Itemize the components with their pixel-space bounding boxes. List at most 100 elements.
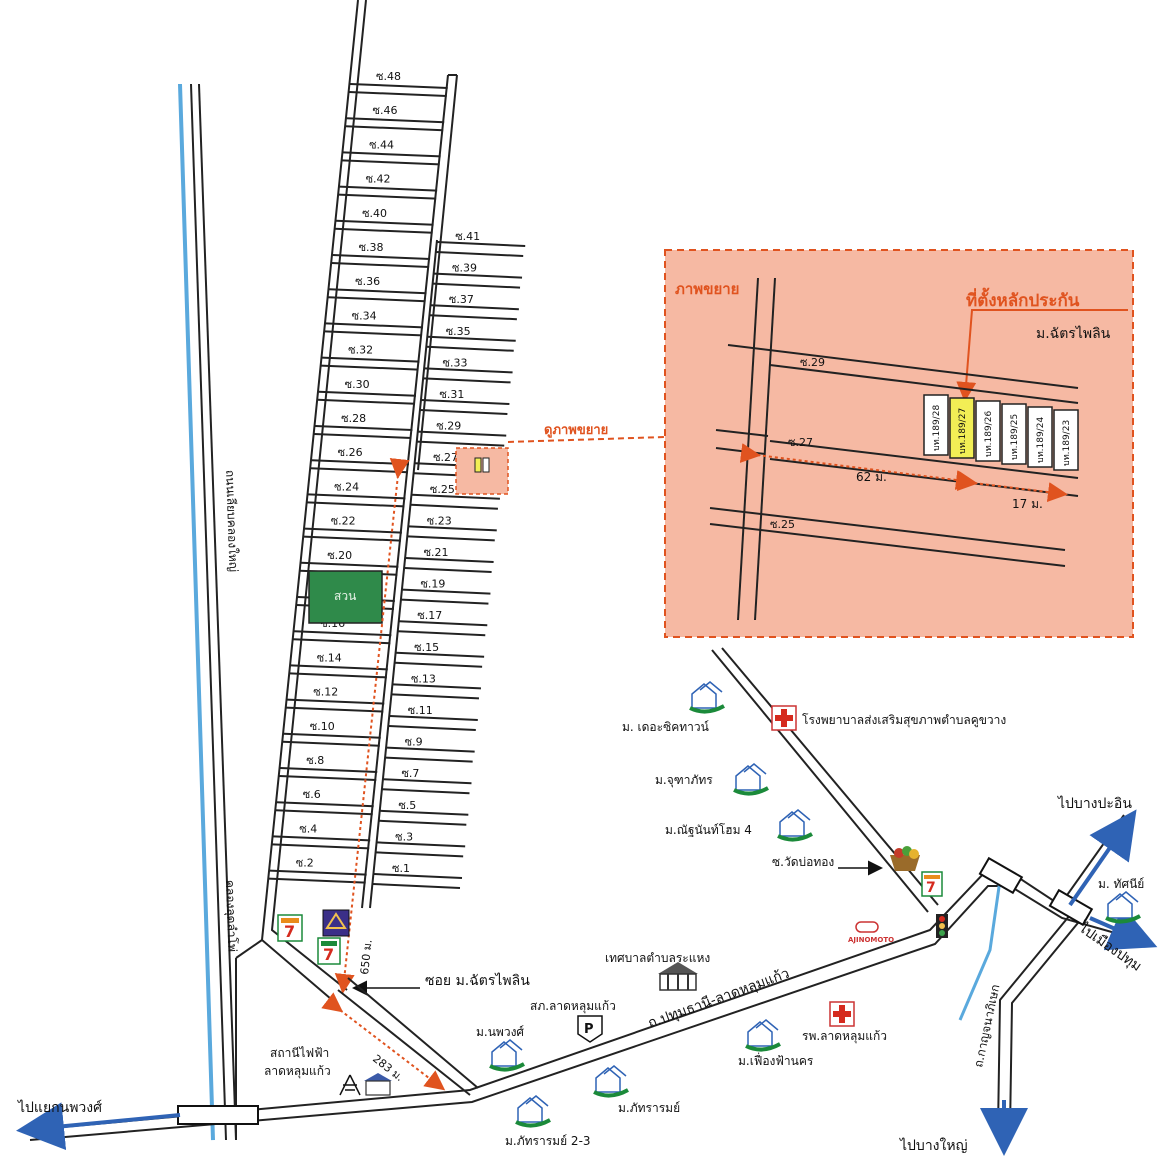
khlong-road-label: ถนนเลียบคลองใหญ่: [223, 470, 241, 573]
highway-road-2: [29, 885, 1141, 1141]
right-soi-label: ซ.35: [446, 325, 471, 338]
hospital-cross-icon: [829, 1001, 855, 1027]
left-soi-road: [331, 262, 430, 268]
municipality-label: เทศบาลตำบลระแหง: [605, 951, 710, 965]
village-phattharamai-23-label: ม.ภัทรารมย์ 2-3: [505, 1134, 591, 1148]
left-soi-road: [286, 706, 384, 713]
right-soi-label: ซ.5: [398, 799, 416, 812]
left-soi-road: [279, 775, 377, 781]
left-soi-label: ซ.40: [362, 207, 387, 220]
kanchana-road-2: [1009, 917, 1083, 1131]
left-soi-label: ซ.12: [313, 686, 338, 699]
left-soi-label: ซ.6: [303, 788, 321, 801]
wat-road-1: [711, 649, 929, 913]
right-soi-road: [376, 851, 464, 858]
right-soi-road: [386, 746, 475, 753]
police-parking-icon: P: [577, 1015, 603, 1043]
left-soi-road: [322, 356, 420, 363]
small-plot-marker-2: [482, 457, 490, 473]
ajinomoto-logo-icon: AJINOMOTO: [848, 921, 894, 944]
soi-main-label: ซอย ม.ฉัตรไพลิน: [425, 972, 530, 989]
right-soi-road: [418, 430, 507, 437]
police-station-label: สภ.ลาดหลุมแก้ว: [530, 999, 616, 1014]
left-soi-label: ซ.34: [352, 309, 377, 322]
left-soi-road: [283, 732, 381, 739]
left-soi-road: [342, 159, 440, 166]
left-soi-road: [349, 91, 447, 97]
highway-road-1: [29, 814, 1125, 1131]
right-soi-label: ซ.39: [452, 262, 477, 275]
village-chatpailin-label: ม.ฉัตรไพลิน: [1036, 325, 1111, 342]
plot-parcel: [975, 400, 1001, 462]
right-soi-road: [377, 841, 466, 848]
left-soi-label: ซ.8: [306, 754, 324, 767]
right-soi-road: [399, 620, 488, 627]
left-soi-road: [310, 467, 408, 474]
dist-650-label: 650 ม.: [358, 939, 375, 975]
enlarge-title: ภาพขยาย: [675, 280, 739, 298]
canal-label: คลองลุดลำโพ่: [222, 880, 240, 953]
see-enlarge-leader: [507, 436, 666, 443]
left-soi-label: ซ.22: [331, 515, 356, 528]
right-soi-road: [382, 788, 470, 795]
svg-text:7: 7: [323, 945, 334, 964]
to-nopphawong-label: ไปแยกนพวงศ์: [17, 1099, 102, 1116]
village-phueang-fa-label: ม.เฟื่องฟ้านคร: [738, 1052, 814, 1068]
kanchana-road-1: [997, 914, 1071, 1131]
right-soi-road: [404, 567, 492, 573]
right-soi-label: ซ.3: [395, 830, 413, 843]
village-house-icon: [593, 1065, 629, 1098]
right-soi-road: [420, 409, 508, 415]
right-soi-road: [433, 272, 523, 279]
left-soi-road: [280, 767, 378, 773]
bridge-right-1: [978, 856, 1024, 895]
substation-label-1: สถานีไฟฟ้า: [270, 1046, 329, 1060]
right-soi-road: [410, 503, 498, 510]
right-soi-road: [421, 399, 510, 405]
right-soi-label: ซ.37: [449, 293, 474, 306]
right-soi-label: ซ.13: [411, 672, 436, 685]
left-soi-road: [350, 83, 448, 89]
arrow-to-mueang-pathum: [1089, 906, 1158, 951]
detail-soi-25-label: ซ.25: [770, 518, 795, 531]
svg-text:AJINOMOTO: AJINOMOTO: [848, 936, 894, 944]
left-soi-road: [282, 740, 380, 747]
left-soi-label: ซ.42: [366, 173, 391, 186]
power-tower-icon: [339, 1074, 361, 1096]
right-soi-label: ซ.9: [405, 736, 423, 749]
plot-label: บท.189/25: [1010, 414, 1020, 460]
dist-650-line: [334, 458, 410, 994]
dist-17-label: 17 ม.: [1012, 497, 1043, 511]
left-soi-label: ซ.32: [348, 344, 373, 357]
fruit-basket-icon: [890, 846, 920, 871]
right-soi-road: [417, 440, 505, 447]
village-the-city-label: ม. เดอะซิคทาวน์: [622, 720, 709, 734]
right-soi-label: ซ.11: [408, 704, 433, 717]
left-soi-road: [318, 390, 417, 397]
left-soi-road: [301, 561, 399, 568]
left-soi-road: [329, 288, 427, 295]
right-soi-road: [426, 345, 514, 352]
left-soi-road: [275, 809, 373, 816]
detail-soi-27-label: ซ.27: [788, 436, 813, 449]
substation-label-2: ลาดหลุมแก้ว: [264, 1064, 331, 1079]
left-soi-label: ซ.24: [334, 480, 359, 493]
right-soi-road: [372, 883, 461, 889]
khlong-road-edge-1: [190, 83, 227, 1141]
garden-label: สวน: [334, 589, 356, 603]
see-enlarge-box[interactable]: [455, 447, 509, 495]
left-soi-road: [272, 843, 370, 850]
left-soi-road: [290, 664, 388, 671]
left-soi-road: [339, 185, 438, 192]
road-spur-1: [337, 989, 471, 1096]
left-soi-label: ซ.36: [355, 275, 380, 288]
plot-parcel: [1027, 406, 1053, 468]
svg-text:7: 7: [284, 922, 295, 941]
right-soi-road: [407, 535, 495, 542]
village-house-icon: [733, 763, 769, 796]
left-soi-label: ซ.14: [317, 651, 342, 664]
khlong-road-edge-2: [198, 83, 237, 1141]
substation-house-icon: [364, 1073, 392, 1096]
right-soi-road: [402, 588, 491, 595]
